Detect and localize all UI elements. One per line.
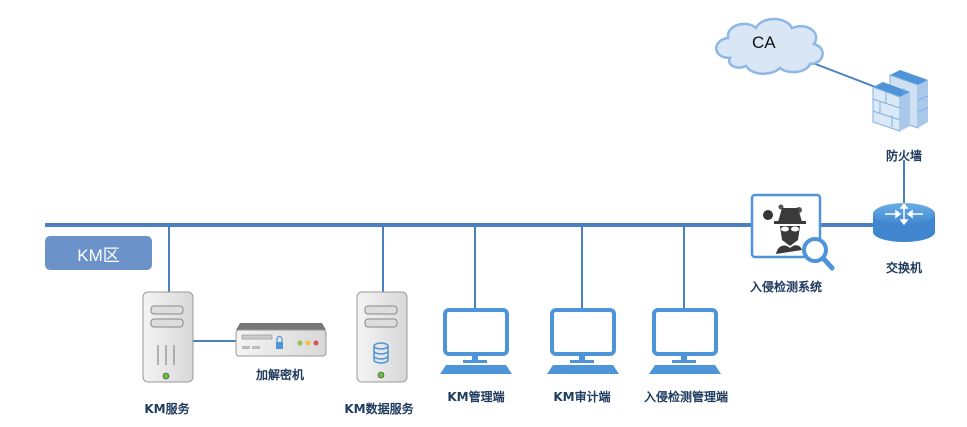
ca-label: CA [752, 33, 776, 52]
firewall-label: 防火墙 [885, 149, 923, 163]
intrusion-detection-icon[interactable] [750, 193, 835, 271]
switch-icon[interactable] [873, 202, 935, 242]
km-data-label: KM数据服务 [344, 402, 414, 416]
km-admin-label: KM管理端 [447, 390, 505, 404]
km-zone-label: KM区 [45, 236, 152, 270]
crypto-label: 加解密机 [255, 368, 305, 382]
workstation-icon[interactable] [649, 308, 721, 374]
firewall-icon[interactable] [872, 70, 929, 132]
km-audit-label: KM审计端 [553, 390, 611, 404]
ids-label: 入侵检测系统 [749, 280, 823, 294]
ca-firewall-link [804, 59, 879, 89]
server-icon[interactable] [142, 291, 194, 383]
switch-label: 交换机 [885, 261, 923, 275]
km-service-label: KM服务 [144, 402, 190, 416]
ids-admin-label: 入侵检测管理端 [643, 390, 729, 404]
cloud-icon[interactable] [715, 17, 824, 75]
workstation-icon[interactable] [440, 308, 512, 374]
database-server-icon[interactable] [356, 291, 408, 383]
workstation-icon[interactable] [547, 308, 619, 374]
encryption-device-icon[interactable] [235, 323, 327, 357]
connections [45, 59, 905, 342]
